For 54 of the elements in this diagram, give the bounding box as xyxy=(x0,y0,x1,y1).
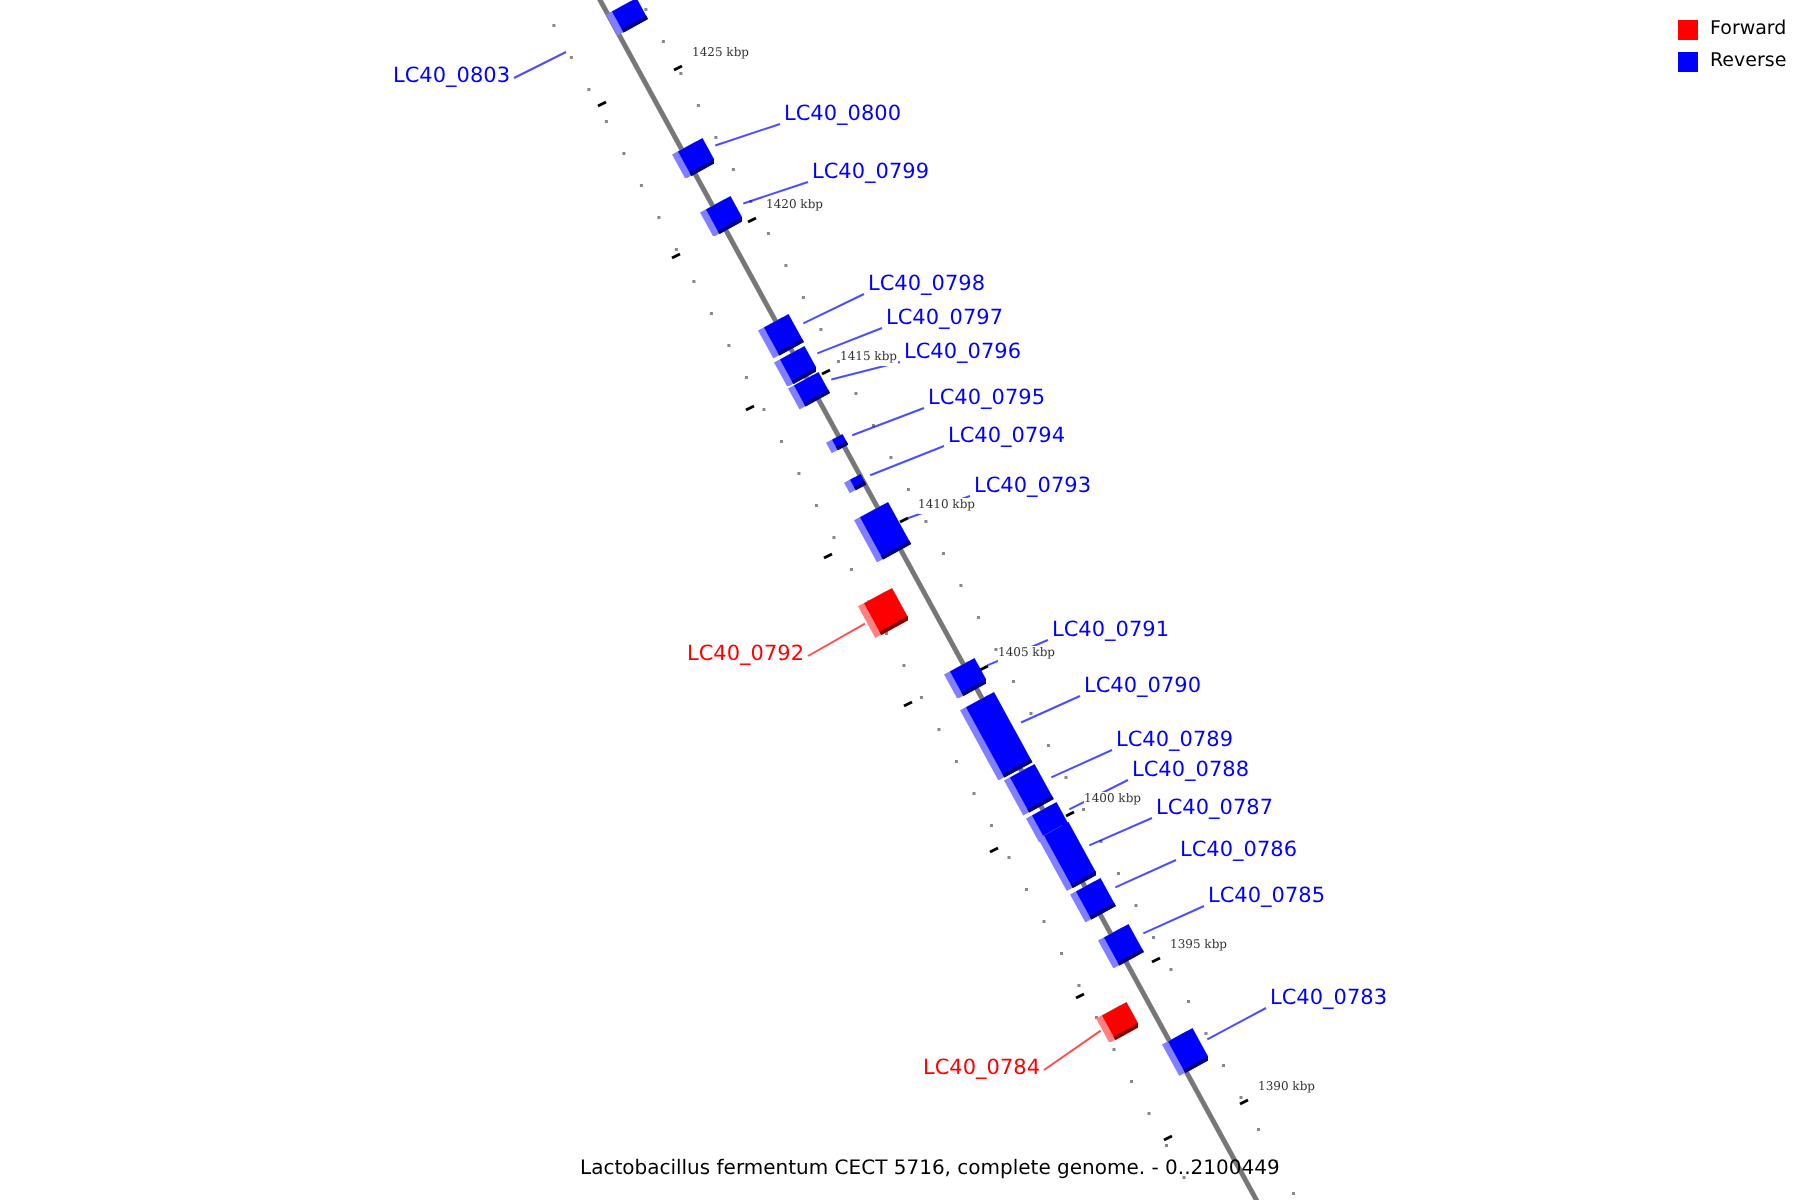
gene-label: LC40_0796 xyxy=(904,338,1022,366)
legend-label: Forward xyxy=(1710,18,1787,42)
gene-label: LC40_0793 xyxy=(974,472,1092,500)
gene-block xyxy=(603,0,648,38)
gene-label: LC40_0803 xyxy=(392,62,510,90)
leader-line xyxy=(1142,905,1205,935)
gene-label: LC40_0794 xyxy=(948,422,1066,450)
gene-block xyxy=(1096,921,1144,969)
leader-line xyxy=(1050,749,1113,779)
gene-block xyxy=(756,311,804,359)
leader-line xyxy=(742,181,809,205)
gene-label: LC40_0799 xyxy=(812,158,930,186)
gene-label: LC40_0795 xyxy=(928,384,1046,412)
leader-line xyxy=(869,445,945,477)
gene-block xyxy=(1068,875,1116,923)
gene-block xyxy=(823,431,849,455)
gene-label: LC40_0797 xyxy=(886,304,1004,332)
gene-label: LC40_0789 xyxy=(1116,726,1234,754)
caption: Lactobacillus fermentum CECT 5716, complete genome. - 0..2100449 xyxy=(580,1156,1280,1184)
gene-label: LC40_0798 xyxy=(868,270,986,298)
gene-block xyxy=(1093,999,1139,1043)
leader-line xyxy=(1043,1029,1102,1071)
leader-line xyxy=(513,51,567,79)
gene-label: LC40_0787 xyxy=(1156,794,1274,822)
gene-label: LC40_0783 xyxy=(1270,984,1388,1012)
gene-block xyxy=(697,193,743,237)
gene-label: LC40_0786 xyxy=(1180,836,1298,864)
gene-label: LC40_0788 xyxy=(1132,756,1250,784)
leader-line xyxy=(1020,695,1081,724)
leader-line xyxy=(802,293,865,325)
gene-block xyxy=(785,370,830,412)
leader-line xyxy=(1206,1007,1267,1041)
gene-block xyxy=(1035,820,1097,893)
gene-block xyxy=(1159,1025,1209,1077)
leader-line xyxy=(830,361,901,381)
gene-block xyxy=(669,135,715,179)
gene-block xyxy=(958,689,1034,781)
gene-label: LC40_0792 xyxy=(686,640,804,668)
gene-block xyxy=(852,499,912,563)
leader-line xyxy=(1114,859,1177,889)
leader-line xyxy=(807,622,866,657)
gene-label: LC40_0800 xyxy=(784,100,902,128)
leader-line xyxy=(1088,817,1153,847)
leader-line xyxy=(851,407,925,437)
gene-block xyxy=(841,471,867,495)
legend-label: Reverse xyxy=(1710,50,1787,74)
gene-label: LC40_0790 xyxy=(1084,672,1202,700)
gene-label: LC40_0785 xyxy=(1208,882,1326,910)
gene-block xyxy=(855,586,909,640)
gene-label: LC40_0791 xyxy=(1052,616,1170,644)
gene-block xyxy=(941,655,987,699)
leader-line xyxy=(714,123,781,147)
leader-line xyxy=(816,327,883,355)
gene-label: LC40_0784 xyxy=(922,1054,1040,1082)
